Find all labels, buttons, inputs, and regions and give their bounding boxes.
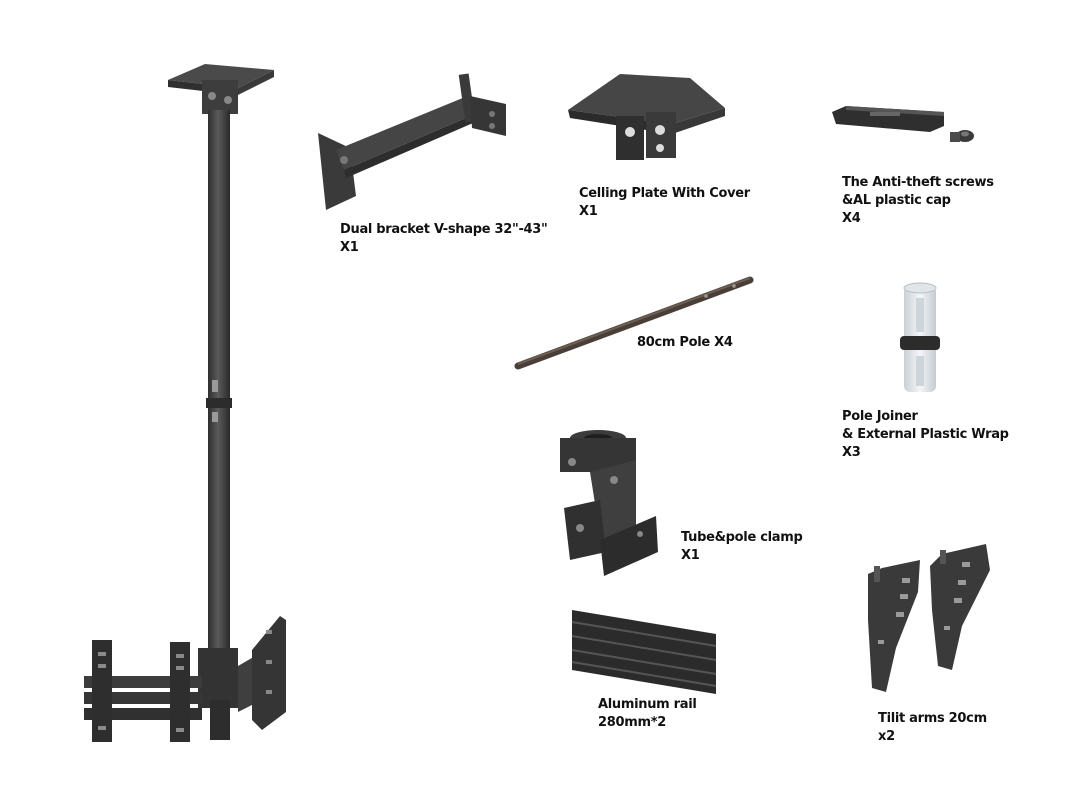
pole-joiner-qty: X3 xyxy=(842,445,861,460)
anti-theft-screw-icon xyxy=(832,106,974,142)
pole-title: 80cm Pole X4 xyxy=(637,335,733,350)
pole-label: 80cm Pole X4 xyxy=(637,334,733,352)
pole-icon xyxy=(514,276,754,370)
screws-qty: X4 xyxy=(842,211,861,226)
dual-bracket-qty: X1 xyxy=(340,240,359,255)
dual-bracket-title: Dual bracket V-shape 32"-43" xyxy=(340,222,548,237)
aluminum-rail-qty: 280mm*2 xyxy=(598,715,666,730)
tilt-arms-title: Tilit arms 20cm xyxy=(878,711,987,726)
tube-clamp-icon xyxy=(560,430,658,576)
assembled-ceiling-mount-icon xyxy=(84,64,286,742)
pole-joiner-icon xyxy=(900,282,940,392)
pole-joiner-title: Pole Joiner xyxy=(842,409,918,424)
tube-clamp-label: Tube&pole clamp X1 xyxy=(681,529,803,565)
tube-clamp-title: Tube&pole clamp xyxy=(681,530,803,545)
screws-title: The Anti-theft screws xyxy=(842,175,994,190)
aluminum-rail-label: Aluminum rail 280mm*2 xyxy=(598,696,697,732)
tilt-arms-label: Tilit arms 20cm x2 xyxy=(878,710,987,746)
pole-joiner-subtitle: & External Plastic Wrap xyxy=(842,427,1009,442)
pole-joiner-label: Pole Joiner & External Plastic Wrap X3 xyxy=(842,408,1009,462)
screws-subtitle: &AL plastic cap xyxy=(842,193,951,208)
tube-clamp-qty: X1 xyxy=(681,548,700,563)
tilt-arms-qty: x2 xyxy=(878,729,895,744)
ceiling-plate-icon xyxy=(568,74,725,160)
aluminum-rail-title: Aluminum rail xyxy=(598,697,697,712)
aluminum-rail-icon xyxy=(571,610,717,694)
ceiling-plate-label: Celling Plate With Cover X1 xyxy=(579,185,750,221)
dual-bracket-icon xyxy=(318,73,506,210)
dual-bracket-label: Dual bracket V-shape 32"-43" X1 xyxy=(340,221,548,257)
screws-label: The Anti-theft screws &AL plastic cap X4 xyxy=(842,174,994,228)
ceiling-plate-qty: X1 xyxy=(579,204,598,219)
tilt-arms-icon xyxy=(868,544,990,692)
ceiling-plate-title: Celling Plate With Cover xyxy=(579,186,750,201)
